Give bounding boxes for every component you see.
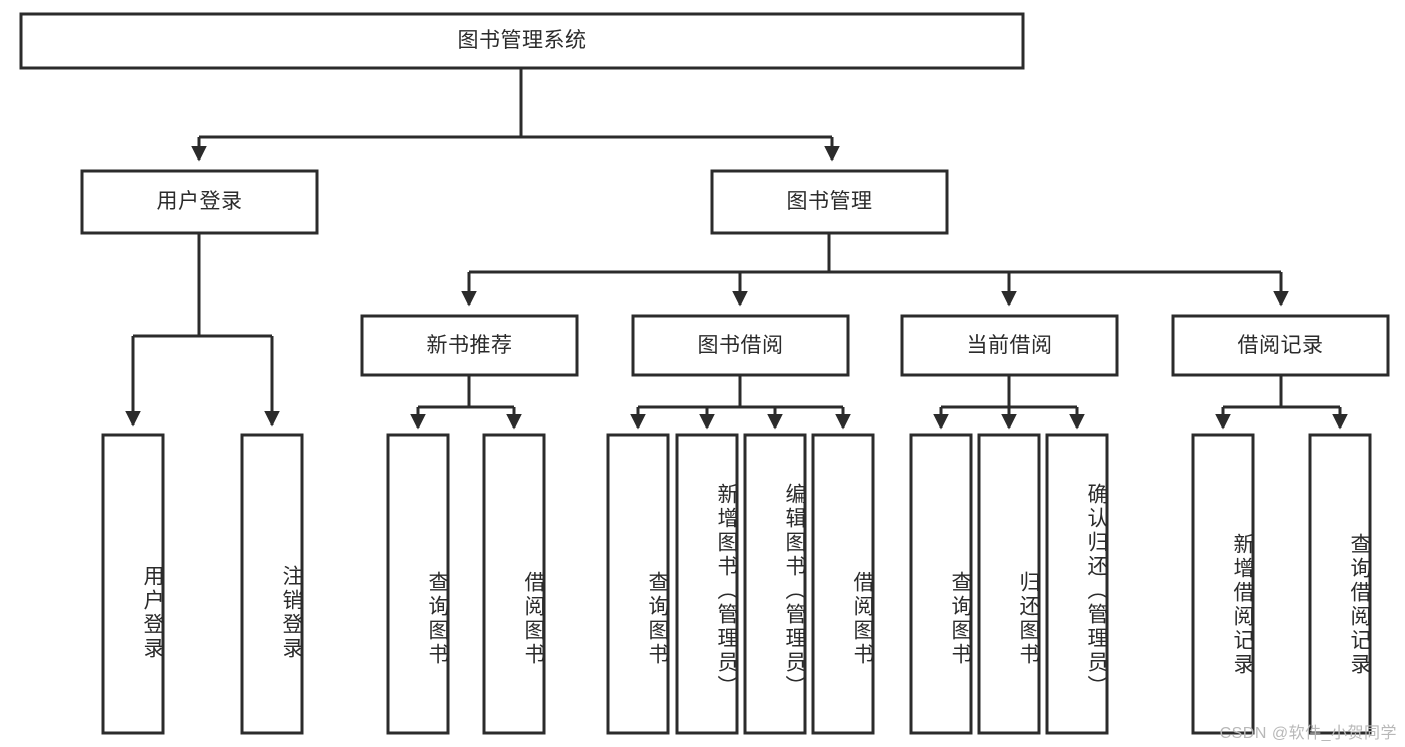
connector-bookborrow-to-leaves <box>630 375 851 430</box>
node-user-login[interactable] <box>80 169 319 235</box>
connector-root-to-level2 <box>191 68 840 162</box>
leaf-book-borrow-3[interactable] <box>811 433 875 735</box>
connector-currentborrow-to-leaves <box>933 375 1085 430</box>
leaf-borrow-record-0[interactable] <box>1191 433 1255 735</box>
node-book-management[interactable] <box>710 169 949 235</box>
leaf-current-borrow-0[interactable] <box>909 433 973 735</box>
leaf-current-borrow-2[interactable] <box>1045 433 1109 735</box>
node-current-borrow[interactable] <box>900 314 1119 377</box>
leaf-book-borrow-1[interactable] <box>675 433 739 735</box>
node-borrow-record[interactable] <box>1171 314 1390 377</box>
connector-userlogin-to-leaves <box>125 233 280 427</box>
leaf-current-borrow-1[interactable] <box>977 433 1041 735</box>
leaf-borrow-record-1[interactable] <box>1308 433 1372 735</box>
leaf-book-borrow-2[interactable] <box>743 433 807 735</box>
leaf-new-book-0[interactable] <box>386 433 450 735</box>
leaf-book-borrow-0[interactable] <box>606 433 670 735</box>
connector-bookmgmt-to-level3 <box>461 233 1289 307</box>
watermark-text: CSDN @软件_小贺同学 <box>1219 725 1397 742</box>
node-root[interactable] <box>19 12 1025 70</box>
connector-newbook-to-leaves <box>410 375 522 430</box>
node-book-borrow[interactable] <box>631 314 850 377</box>
leaf-user-login-1[interactable] <box>240 433 304 735</box>
leaf-new-book-1[interactable] <box>482 433 546 735</box>
node-new-book-recommend[interactable] <box>360 314 579 377</box>
leaf-user-login-0[interactable] <box>101 433 165 735</box>
connector-borrowrecord-to-leaves <box>1215 375 1348 430</box>
